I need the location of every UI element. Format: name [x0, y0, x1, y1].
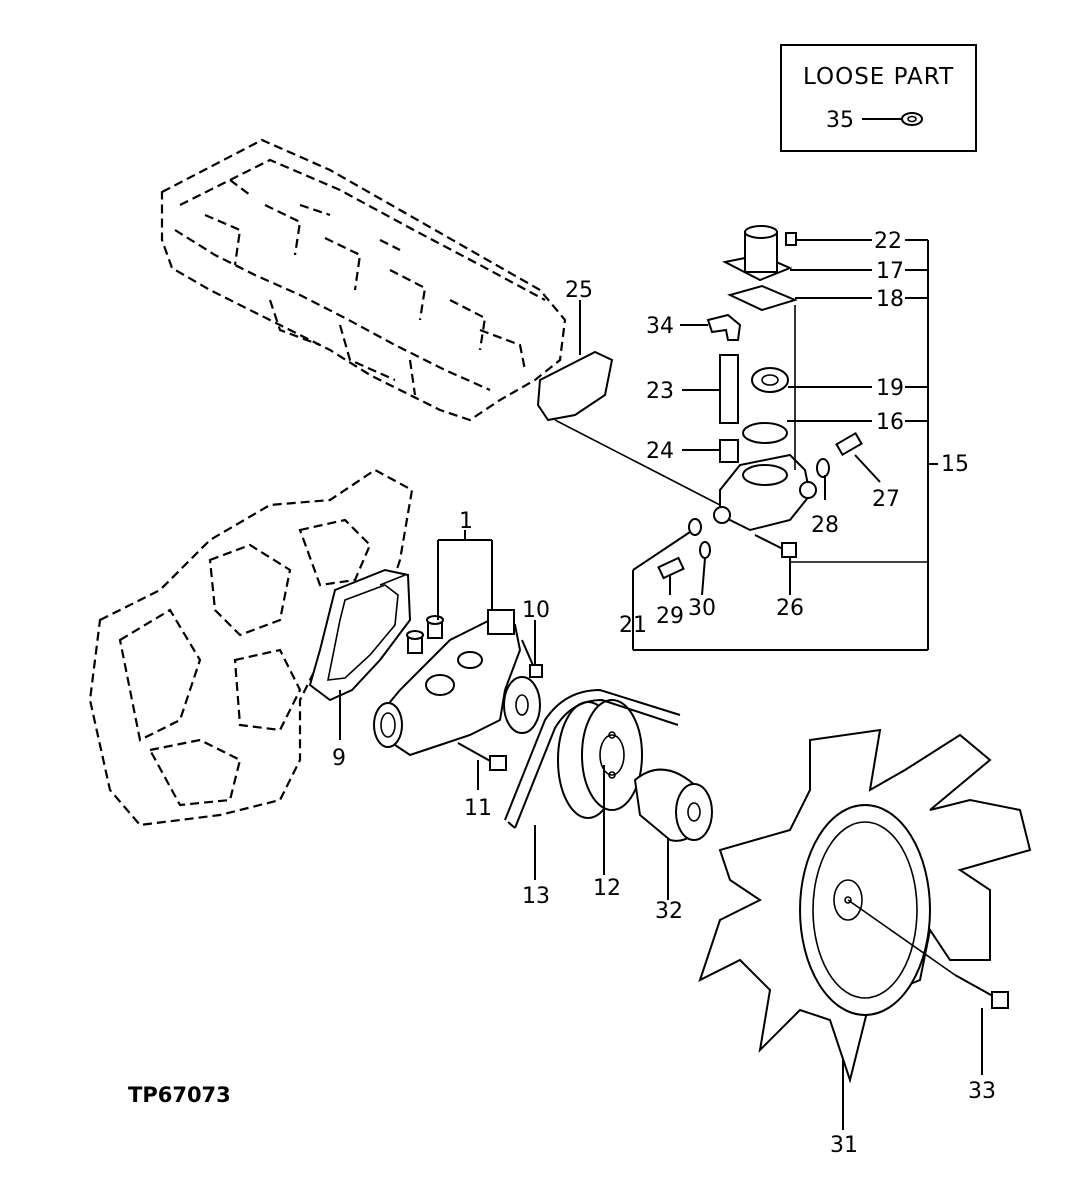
- washer-30: [699, 541, 711, 559]
- callout-18: 18: [876, 287, 904, 312]
- callout-33: 33: [968, 1079, 996, 1104]
- cooling-fan: [698, 728, 1032, 1084]
- thermostat-cover: [721, 225, 793, 282]
- callouts: 1 9 10 11 12 13 15 16 17 18 19 21 22 23 …: [332, 229, 996, 1158]
- thermostat-housing: [713, 453, 817, 532]
- elbow-fitting: [706, 313, 742, 341]
- callout-10: 10: [522, 598, 550, 623]
- callout-17: 17: [876, 259, 904, 284]
- callout-29: 29: [656, 604, 684, 629]
- callout-34: 34: [646, 314, 674, 339]
- callout-23: 23: [646, 379, 674, 404]
- loose-part-box: LOOSE PART 35: [780, 44, 977, 152]
- callout-22: 22: [874, 229, 902, 254]
- fan-spacer: [633, 768, 713, 842]
- fitting-24: [719, 439, 739, 463]
- cylinder-head-outline: [160, 138, 567, 422]
- thermostat-housing-gasket: [536, 350, 614, 422]
- figure-code: TP67073: [128, 1083, 231, 1107]
- callout-13: 13: [522, 884, 550, 909]
- pipe-23: [719, 354, 739, 424]
- callout-16: 16: [876, 410, 904, 435]
- callout-30: 30: [688, 596, 716, 621]
- o-ring: [742, 422, 788, 444]
- bolt-10-icon: [521, 639, 543, 678]
- cover-gasket: [727, 284, 798, 312]
- leader-lines: [339, 239, 983, 1130]
- bolt-11-icon: [457, 742, 507, 771]
- callout-28: 28: [811, 513, 839, 538]
- pump-hub: [503, 676, 541, 734]
- washer-28: [816, 458, 830, 478]
- plug-21: [688, 518, 702, 536]
- sensor-27: [835, 431, 863, 457]
- callout-25: 25: [565, 278, 593, 303]
- callout-15: 15: [941, 452, 969, 477]
- callout-32: 32: [655, 899, 683, 924]
- callout-24: 24: [646, 439, 674, 464]
- bolt-22-icon: [785, 232, 797, 246]
- thermostat: [751, 367, 789, 393]
- bolt-33-icon: [954, 974, 1009, 1009]
- callout-27: 27: [872, 487, 900, 512]
- loose-part-nut-icon: [901, 112, 923, 126]
- water-pump-gasket: [308, 568, 412, 702]
- callout-12: 12: [593, 876, 621, 901]
- callout-31: 31: [830, 1133, 858, 1158]
- bolt-26-icon: [754, 534, 797, 558]
- v-belt: [504, 688, 681, 829]
- loose-part-title: LOOSE PART: [803, 64, 954, 90]
- pump-bolts: [406, 615, 444, 654]
- sensor-29: [657, 556, 685, 580]
- pulley: [557, 699, 643, 819]
- callout-21: 21: [619, 613, 647, 638]
- callout-1: 1: [459, 509, 473, 534]
- callout-35: 35: [826, 108, 854, 133]
- callout-11: 11: [464, 796, 492, 821]
- water-pump: [373, 609, 522, 757]
- callout-19: 19: [876, 376, 904, 401]
- callout-26: 26: [776, 596, 804, 621]
- callout-9: 9: [332, 746, 346, 771]
